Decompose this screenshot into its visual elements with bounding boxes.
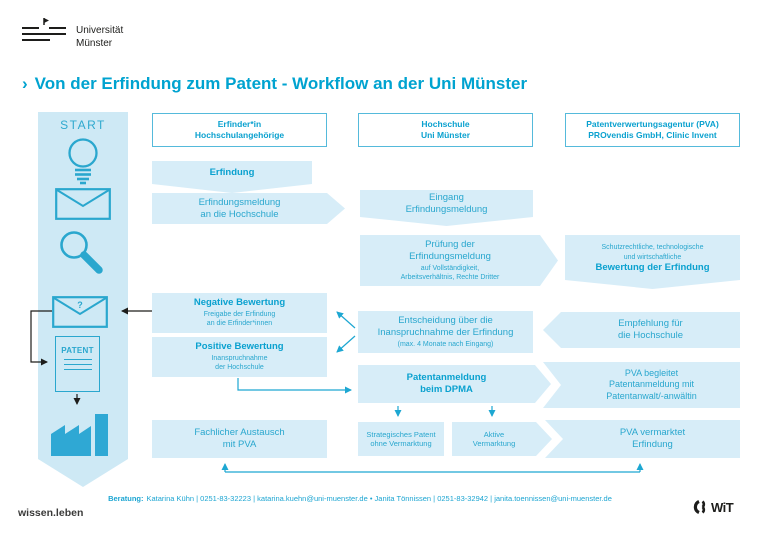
node-eingang-title: Eingang Erfindungsmeldung (405, 192, 488, 215)
node-aktive-vermarktung: Aktive Vermarktung (452, 422, 552, 456)
node-bewertung: Schutzrechtliche, technologische und wir… (565, 235, 740, 289)
envelope-icon (55, 188, 111, 220)
university-name: Universität Münster (76, 25, 123, 50)
document-line (63, 359, 92, 360)
node-positive-title: Positive Bewertung (195, 341, 284, 353)
node-pva-begleitet: PVA begleitet Patentanmeldung mit Patent… (543, 362, 740, 408)
wit-logo: WiT (693, 499, 734, 515)
node-pruefung-sub: auf Vollständigkeit, Arbeitsverhältnis, … (400, 264, 500, 281)
node-pruefung: Prüfung der Erfindungsmeldung auf Vollst… (360, 235, 558, 286)
university-name-line2: Münster (76, 37, 113, 49)
node-aktive-title: Aktive Vermarktung (472, 429, 516, 448)
document-line (63, 364, 92, 365)
node-empfehlung-title: Empfehlung für die Hochschule (618, 318, 683, 341)
question-mark-label: ? (77, 300, 83, 310)
node-negative-bewertung: Negative Bewertung Freigabe der Erfindun… (152, 293, 327, 333)
beratung-label: Beratung: (108, 494, 144, 503)
node-erfindung-title: Erfindung (209, 167, 255, 179)
node-entscheidung-sub: (max. 4 Monate nach Eingang) (397, 340, 494, 348)
lightbulb-icon (68, 138, 98, 185)
document-line (63, 369, 92, 370)
node-erfindung: Erfindung (152, 161, 312, 193)
node-patentanmeldung: Patentanmeldung beim DPMA (358, 365, 551, 403)
wit-mark-icon (693, 500, 706, 514)
node-negative-sub: Freigabe der Erfindung an die Erfinder*i… (203, 311, 276, 328)
contact-details: Katarina Kühn | 0251-83-32223 | katarina… (146, 494, 612, 503)
university-logo: Universität Münster (20, 16, 123, 50)
university-name-line1: Universität (76, 25, 124, 36)
node-fachlicher-austausch: Fachlicher Austausch mit PVA (152, 420, 327, 458)
node-strategisches-title: Strategisches Patent ohne Vermarktung (366, 429, 436, 448)
node-entscheidung: Entscheidung über die Inanspruchnahme de… (358, 311, 533, 353)
page-title-text: Von der Erfindung zum Patent - Workflow … (34, 74, 528, 93)
arrow-positive-to-patentanmeldung (237, 378, 352, 394)
title-chevron-icon: › (22, 74, 28, 93)
node-pruefung-title: Prüfung der Erfindungsmeldung (409, 239, 491, 262)
node-bewertung-title: Bewertung der Erfindung (595, 261, 710, 273)
slogan: wissen.leben (18, 507, 84, 519)
patent-document-icon: PATENT (55, 336, 100, 392)
node-bewertung-sub: Schutzrechtliche, technologische und wir… (601, 244, 704, 261)
wit-label: WiT (711, 499, 734, 515)
university-crest-icon (22, 18, 66, 41)
factory-icon (51, 414, 108, 456)
patent-document-label: PATENT (61, 346, 94, 355)
column-header-hochschule: Hochschule Uni Münster (358, 113, 533, 147)
node-entscheidung-title: Entscheidung über die Inanspruchnahme de… (377, 315, 514, 338)
node-erfindungsmeldung-title: Erfindungsmeldung an die Hochschule (198, 196, 281, 220)
node-erfindungsmeldung: Erfindungsmeldung an die Hochschule (152, 193, 345, 224)
node-negative-title: Negative Bewertung (193, 297, 286, 309)
arrow-entscheidung-to-negative (336, 311, 356, 329)
node-pva-vermarktet-title: PVA vermarktet Erfindung (619, 427, 686, 450)
node-strategisches-patent: Strategisches Patent ohne Vermarktung (358, 422, 444, 456)
column-header-pva: Patentverwertungsagentur (PVA) PROvendis… (565, 113, 740, 147)
node-eingang: Eingang Erfindungsmeldung (360, 190, 533, 226)
node-pva-vermarktet: PVA vermarktet Erfindung (545, 420, 740, 458)
node-empfehlung: Empfehlung für die Hochschule (543, 312, 740, 348)
envelope-question-icon (52, 296, 108, 328)
node-positive-bewertung: Positive Bewertung Inanspruchnahme der H… (152, 337, 327, 377)
contact-line: Beratung:Katarina Kühn | 0251-83-32223 |… (80, 494, 640, 503)
page-title: › Von der Erfindung zum Patent - Workflow… (22, 74, 527, 94)
arrow-entscheidung-to-positive (336, 335, 356, 353)
node-pva-begleitet-title: PVA begleitet Patentanmeldung mit Patent… (606, 368, 697, 401)
column-header-erfinder: Erfinder*in Hochschulangehörige (152, 113, 327, 147)
node-fachlicher-title: Fachlicher Austausch mit PVA (194, 427, 285, 450)
start-label: START (60, 118, 106, 132)
magnifier-icon (60, 231, 103, 274)
node-positive-sub: Inanspruchnahme der Hochschule (211, 355, 268, 372)
node-patentanmeldung-title: Patentanmeldung beim DPMA (406, 372, 487, 395)
